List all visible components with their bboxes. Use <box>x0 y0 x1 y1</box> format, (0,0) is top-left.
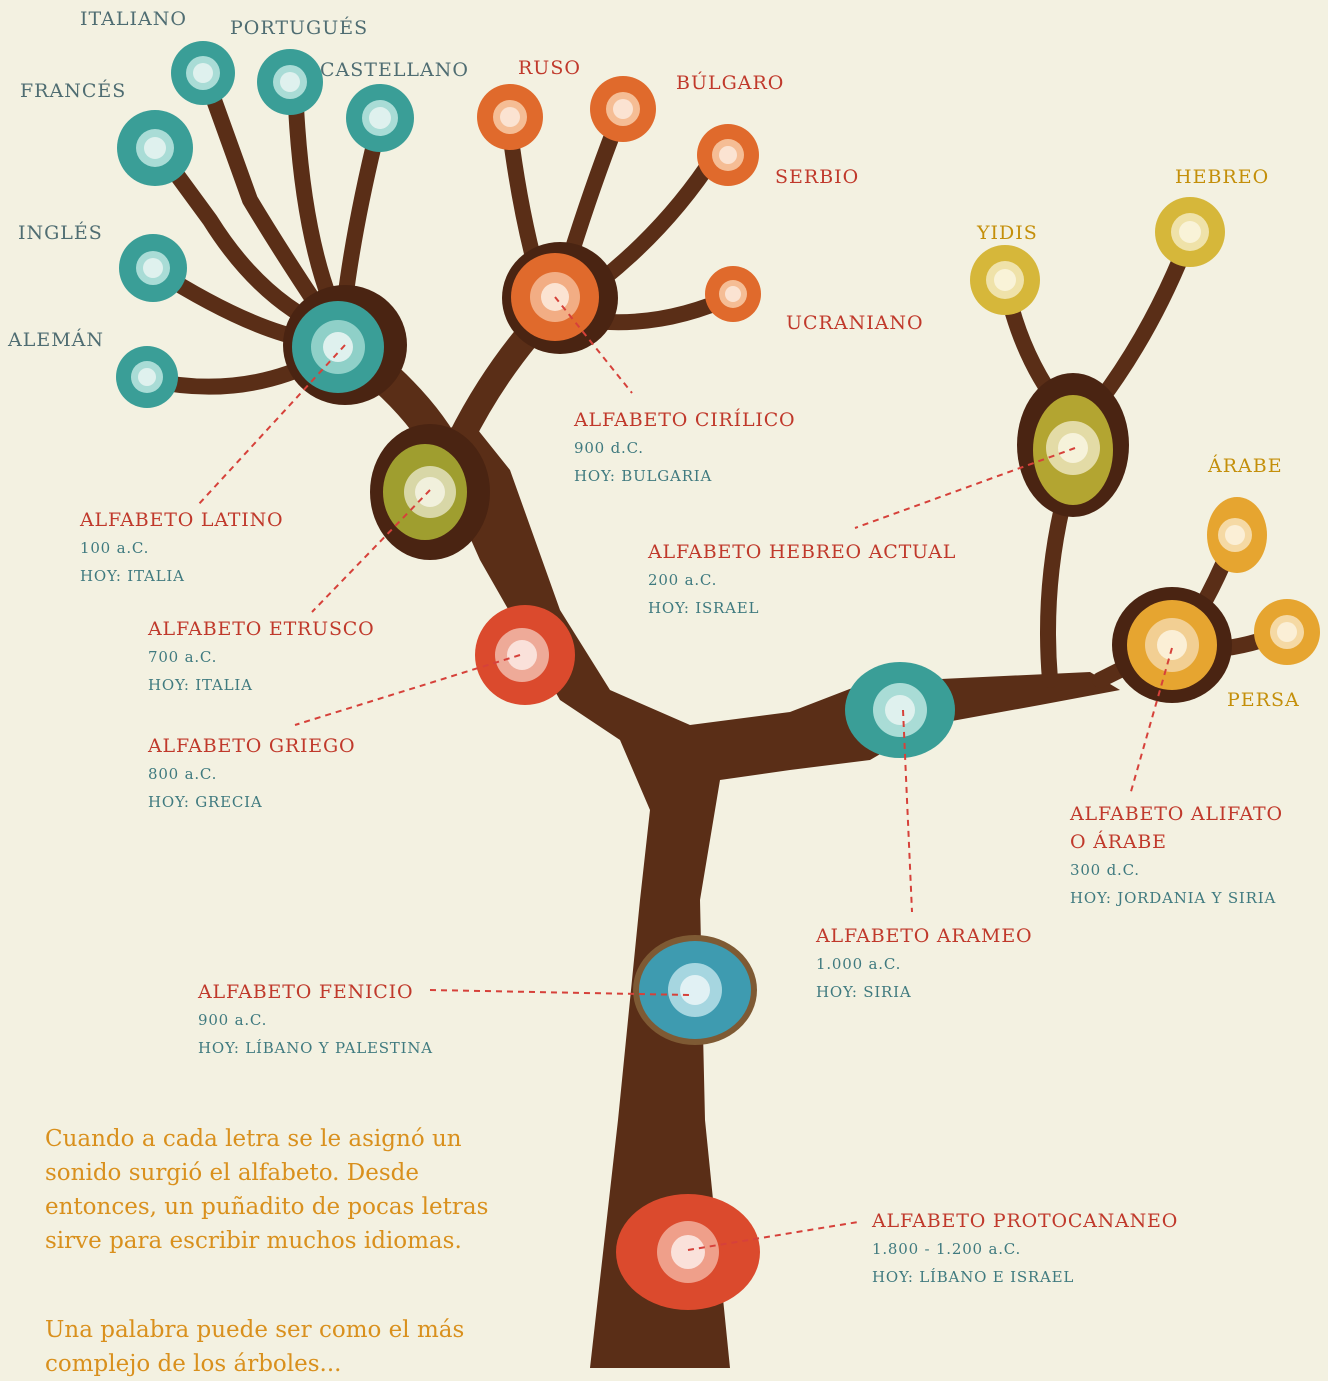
node-latino <box>292 301 384 393</box>
tree-trunk <box>420 420 1120 1368</box>
protocananeo-date: 1.800 - 1.200 a.C. <box>872 1240 1022 1258</box>
callout-etrusco: ALFABETO ETRUSCO 700 a.C. HOY: ITALIA <box>148 615 375 699</box>
node-hebreo-actual <box>1033 395 1113 505</box>
leader-cirilico <box>554 296 633 394</box>
node-alifato <box>1127 600 1217 690</box>
node-serbio <box>697 124 759 186</box>
node-hebreo <box>1155 197 1225 267</box>
etrusco-name: ALFABETO ETRUSCO <box>148 618 375 640</box>
node-ingles <box>119 234 187 302</box>
node-ucraniano <box>705 266 761 322</box>
label-bulgaro: BÚLGARO <box>676 72 785 94</box>
node-aleman <box>116 346 178 408</box>
alifato-date: 300 d.C. <box>1070 861 1140 879</box>
label-ingles: INGLÉS <box>18 222 103 244</box>
cirilico-today: HOY: BULGARIA <box>574 467 713 485</box>
etrusco-date: 700 a.C. <box>148 648 218 666</box>
griego-today: HOY: GRECIA <box>148 793 263 811</box>
node-castellano <box>346 84 414 152</box>
griego-date: 800 a.C. <box>148 765 218 783</box>
etrusco-today: HOY: ITALIA <box>148 676 253 694</box>
latino-name: ALFABETO LATINO <box>80 509 284 531</box>
node-arameo <box>845 662 955 758</box>
label-aleman: ALEMÁN <box>8 329 105 351</box>
cirilico-name: ALFABETO CIRÍLICO <box>574 409 796 431</box>
griego-name: ALFABETO GRIEGO <box>148 735 356 757</box>
hebreo-date: 200 a.C. <box>648 571 718 589</box>
alifato-today: HOY: JORDANIA Y SIRIA <box>1070 889 1277 907</box>
latino-date: 100 a.C. <box>80 539 150 557</box>
fenicio-date: 900 a.C. <box>198 1011 268 1029</box>
node-griego <box>475 605 575 705</box>
hebreo-today: HOY: ISRAEL <box>648 599 760 617</box>
label-persa: PERSA <box>1227 689 1300 711</box>
fenicio-name: ALFABETO FENICIO <box>198 981 414 1003</box>
node-yidis <box>970 245 1040 315</box>
label-yidis: YIDIS <box>977 222 1038 244</box>
leader-alifato <box>1129 647 1173 796</box>
label-arabe: ÁRABE <box>1208 455 1283 477</box>
alifato-name-line2: O ÁRABE <box>1070 831 1167 853</box>
node-italiano <box>171 41 235 105</box>
callout-alifato: ALFABETO ALIFATO O ÁRABE 300 d.C. HOY: J… <box>1070 800 1283 912</box>
callout-griego: ALFABETO GRIEGO 800 a.C. HOY: GRECIA <box>148 732 355 816</box>
label-frances: FRANCÉS <box>20 80 127 102</box>
label-serbio: SERBIO <box>775 166 860 188</box>
cirilico-date: 900 d.C. <box>574 439 644 457</box>
second-paragraph: Una palabra puede ser como el más comple… <box>45 1317 465 1377</box>
label-portugues: PORTUGUÉS <box>230 17 369 39</box>
label-hebreo: HEBREO <box>1175 166 1270 188</box>
node-bulgaro <box>590 76 656 142</box>
intro-paragraph: Cuando a cada letra se le asignó un soni… <box>45 1126 489 1254</box>
fenicio-today: HOY: LÍBANO Y PALESTINA <box>198 1039 433 1057</box>
label-ruso: RUSO <box>518 57 581 79</box>
callout-cirilico: ALFABETO CIRÍLICO 900 d.C. HOY: BULGARIA <box>574 406 795 490</box>
node-ruso <box>477 84 543 150</box>
label-ucraniano: UCRANIANO <box>786 312 924 334</box>
node-protocananeo <box>616 1194 760 1310</box>
hebreo-name: ALFABETO HEBREO ACTUAL <box>648 541 957 563</box>
callout-arameo: ALFABETO ARAMEO 1.000 a.C. HOY: SIRIA <box>816 922 1032 1006</box>
node-portugues <box>257 49 323 115</box>
callout-latino: ALFABETO LATINO 100 a.C. HOY: ITALIA <box>80 506 283 590</box>
alifato-name-line1: ALFABETO ALIFATO <box>1070 803 1283 825</box>
protocananeo-name: ALFABETO PROTOCANANEO <box>872 1210 1179 1232</box>
leader-arameo <box>902 709 913 913</box>
protocananeo-today: HOY: LÍBANO E ISRAEL <box>872 1268 1075 1286</box>
node-fenicio <box>633 935 757 1045</box>
callout-fenicio: ALFABETO FENICIO 900 a.C. HOY: LÍBANO Y … <box>198 978 433 1062</box>
label-italiano: ITALIANO <box>80 8 187 30</box>
node-arabe <box>1207 497 1267 573</box>
label-castellano: CASTELLANO <box>320 59 469 81</box>
tree-nodes <box>116 41 1320 1310</box>
callout-protocananeo: ALFABETO PROTOCANANEO 1.800 - 1.200 a.C.… <box>872 1207 1178 1291</box>
leader-protocananeo <box>687 1221 859 1251</box>
callout-hebreo-actual: ALFABETO HEBREO ACTUAL 200 a.C. HOY: ISR… <box>648 538 956 622</box>
leader-lines <box>197 296 1173 1251</box>
arameo-today: HOY: SIRIA <box>816 983 912 1001</box>
arameo-name: ALFABETO ARAMEO <box>816 925 1033 947</box>
node-persa <box>1254 599 1320 665</box>
node-frances <box>117 110 193 186</box>
latino-today: HOY: ITALIA <box>80 567 185 585</box>
arameo-date: 1.000 a.C. <box>816 955 902 973</box>
leader-latino <box>197 344 346 506</box>
